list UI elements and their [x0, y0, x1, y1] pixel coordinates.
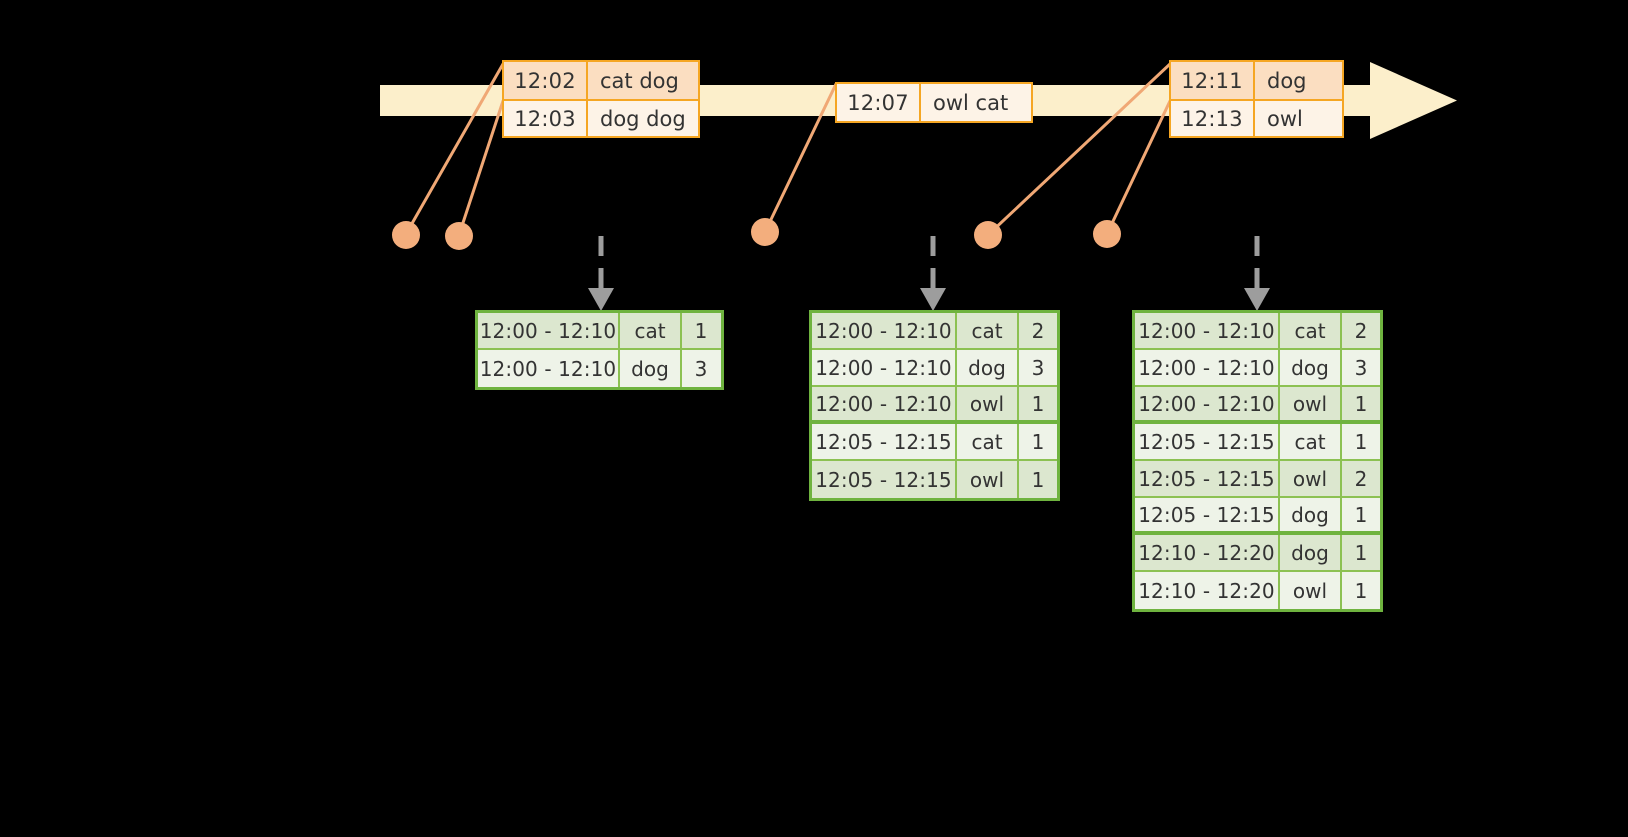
- key-cell: owl: [1280, 387, 1342, 420]
- event-words: dog: [1267, 68, 1307, 93]
- event-time: 12:11: [1171, 62, 1255, 99]
- table-row[interactable]: 12:05 - 12:15 owl 1: [812, 461, 1057, 498]
- dot-event-12-11: [974, 221, 1002, 249]
- count-cell: 3: [694, 356, 708, 381]
- dashed-arrow-heads: [588, 288, 1270, 311]
- count-cell: 1: [694, 318, 708, 343]
- window-cell: 12:00 - 12:10: [1135, 313, 1280, 348]
- dot-event-12-03: [445, 222, 473, 250]
- key-cell: cat: [957, 424, 1019, 459]
- count-cell: 2: [1354, 318, 1368, 343]
- table-row[interactable]: 12:00 - 12:10 dog 3: [812, 350, 1057, 387]
- table-row[interactable]: 12:00 - 12:10 cat 2: [812, 313, 1057, 350]
- count-cell: 1: [1031, 467, 1045, 492]
- count-cell: 2: [1031, 318, 1045, 343]
- key-cell: owl: [1280, 572, 1342, 609]
- table-row[interactable]: 12:00 - 12:10 owl 1: [812, 387, 1057, 424]
- table-row[interactable]: 12:00 - 12:10 dog 3: [478, 350, 721, 387]
- dot-event-12-02: [392, 221, 420, 249]
- window-cell: 12:05 - 12:15: [812, 461, 957, 498]
- table-row[interactable]: 12:05 - 12:15 dog 1: [1135, 498, 1380, 535]
- table-row[interactable]: 12:05 - 12:15 owl 2: [1135, 461, 1380, 498]
- event-time: 12:02: [504, 62, 588, 99]
- key-cell: cat: [1280, 424, 1342, 459]
- count-cell: 1: [1354, 540, 1368, 565]
- result-table-3[interactable]: 12:00 - 12:10 cat 2 12:00 - 12:10 dog 3 …: [1132, 310, 1383, 612]
- event-row[interactable]: 12:11 dog: [1171, 62, 1342, 99]
- window-cell: 12:05 - 12:15: [812, 424, 957, 459]
- window-cell: 12:00 - 12:10: [812, 350, 957, 385]
- window-cell: 12:00 - 12:10: [812, 387, 957, 420]
- key-cell: dog: [620, 350, 682, 387]
- count-cell: 1: [1354, 429, 1368, 454]
- table-row[interactable]: 12:10 - 12:20 owl 1: [1135, 572, 1380, 609]
- window-cell: 12:00 - 12:10: [478, 313, 620, 348]
- window-cell: 12:00 - 12:10: [478, 350, 620, 387]
- window-cell: 12:05 - 12:15: [1135, 424, 1280, 459]
- dot-event-12-13: [1093, 220, 1121, 248]
- window-cell: 12:05 - 12:15: [1135, 498, 1280, 531]
- window-cell: 12:00 - 12:10: [1135, 350, 1280, 385]
- key-cell: cat: [1280, 313, 1342, 348]
- dashed-arrows: [598, 236, 1260, 290]
- table-row[interactable]: 12:00 - 12:10 dog 3: [1135, 350, 1380, 387]
- key-cell: cat: [957, 313, 1019, 348]
- event-row[interactable]: 12:03 dog dog: [504, 99, 698, 136]
- table-row[interactable]: 12:00 - 12:10 cat 2: [1135, 313, 1380, 350]
- key-cell: dog: [1280, 350, 1342, 385]
- key-cell: dog: [1280, 535, 1342, 570]
- event-words: owl: [1267, 106, 1303, 131]
- event-words: dog dog: [600, 106, 686, 131]
- table-row[interactable]: 12:00 - 12:10 owl 1: [1135, 387, 1380, 424]
- count-cell: 2: [1354, 466, 1368, 491]
- key-cell: dog: [1280, 498, 1342, 531]
- window-cell: 12:05 - 12:15: [1135, 461, 1280, 496]
- event-words: owl cat: [933, 90, 1009, 115]
- dot-event-12-07: [751, 218, 779, 246]
- event-time: 12:07: [837, 84, 921, 121]
- event-row[interactable]: 12:02 cat dog: [504, 62, 698, 99]
- count-cell: 1: [1031, 429, 1045, 454]
- count-cell: 1: [1354, 578, 1368, 603]
- table-row[interactable]: 12:05 - 12:15 cat 1: [1135, 424, 1380, 461]
- table-row[interactable]: 12:10 - 12:20 dog 1: [1135, 535, 1380, 572]
- count-cell: 1: [1354, 391, 1368, 416]
- key-cell: cat: [620, 313, 682, 348]
- key-cell: owl: [957, 461, 1019, 498]
- window-cell: 12:00 - 12:10: [1135, 387, 1280, 420]
- event-group-2[interactable]: 12:07 owl cat: [835, 82, 1033, 123]
- window-cell: 12:10 - 12:20: [1135, 535, 1280, 570]
- event-row[interactable]: 12:13 owl: [1171, 99, 1342, 136]
- count-cell: 3: [1031, 355, 1045, 380]
- event-time: 12:03: [504, 101, 588, 136]
- table-row[interactable]: 12:00 - 12:10 cat 1: [478, 313, 721, 350]
- connector-dot-group: [392, 218, 1121, 250]
- event-words: cat dog: [600, 68, 679, 93]
- count-cell: 3: [1354, 355, 1368, 380]
- key-cell: owl: [1280, 461, 1342, 496]
- event-group-3[interactable]: 12:11 dog 12:13 owl: [1169, 60, 1344, 138]
- event-group-1[interactable]: 12:02 cat dog 12:03 dog dog: [502, 60, 700, 138]
- key-cell: dog: [957, 350, 1019, 385]
- event-row[interactable]: 12:07 owl cat: [837, 84, 1031, 121]
- count-cell: 1: [1354, 502, 1368, 527]
- result-table-1[interactable]: 12:00 - 12:10 cat 1 12:00 - 12:10 dog 3: [475, 310, 724, 390]
- window-cell: 12:10 - 12:20: [1135, 572, 1280, 609]
- result-table-2[interactable]: 12:00 - 12:10 cat 2 12:00 - 12:10 dog 3 …: [809, 310, 1060, 501]
- count-cell: 1: [1031, 391, 1045, 416]
- event-time: 12:13: [1171, 101, 1255, 136]
- table-row[interactable]: 12:05 - 12:15 cat 1: [812, 424, 1057, 461]
- window-cell: 12:00 - 12:10: [812, 313, 957, 348]
- key-cell: owl: [957, 387, 1019, 420]
